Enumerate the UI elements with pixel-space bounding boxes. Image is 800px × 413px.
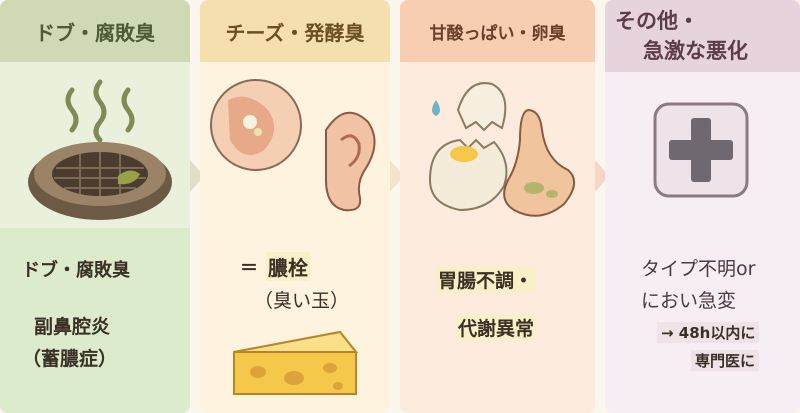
diagnosis-area [0, 228, 190, 413]
droplet-icon [432, 100, 440, 116]
cheese-icon [233, 330, 359, 395]
diagnosis-name: 副鼻腔炎 [34, 316, 111, 338]
note-text: タイプ不明or [641, 258, 756, 280]
equals-sign: ＝ [240, 258, 258, 279]
cracked-egg-icon [428, 82, 508, 212]
note-text: におい急変 [641, 290, 737, 312]
stomach-icon [503, 108, 575, 217]
smell-label: ドブ・腐敗臭 [22, 260, 130, 281]
panel-sour-smell: 甘酸っぱい・卵臭 胃腸不調・ 代謝異常 [400, 0, 595, 413]
panel-title: その他・ 急激な悪化 [605, 0, 800, 72]
tonsil-illustration [210, 79, 376, 212]
smell-waves-icon [65, 79, 135, 143]
advice-text: 専門医に [691, 350, 760, 371]
panel-cheese-smell: チーズ・発酵臭 ＝ 膿栓 （臭い玉） [200, 0, 390, 413]
condition-name: 膿栓 [266, 252, 310, 281]
egg-stomach-illustration [428, 82, 575, 217]
tonsil-closeup-icon [210, 79, 302, 171]
panel-title: チーズ・発酵臭 [200, 0, 390, 62]
title-line: その他・ [615, 9, 699, 33]
condition-alias: （臭い玉） [254, 290, 350, 312]
panel-other: その他・ 急激な悪化 タイプ不明or におい急変 → 48h以内に 専門医に [605, 0, 800, 413]
diagnosis-detail: 代謝異常 [456, 314, 537, 341]
diagnosis-name: 胃腸不調・ [436, 266, 536, 293]
title-line: 急激な悪化 [643, 39, 748, 63]
ear-icon [325, 111, 376, 212]
panel-title: 甘酸っぱい・卵臭 [400, 0, 595, 62]
drain-sewer-icon [28, 142, 172, 220]
diagnosis-alias: （蓄膿症） [22, 348, 118, 370]
drain-illustration [28, 79, 172, 220]
advice-text: → 48h以内に [657, 322, 760, 343]
panel-title: ドブ・腐敗臭 [0, 0, 190, 62]
panel-sewer-smell: ドブ・腐敗臭 ドブ・腐敗臭 副鼻腔炎 （蓄膿症） [0, 0, 190, 413]
medical-cross-icon [653, 102, 749, 198]
